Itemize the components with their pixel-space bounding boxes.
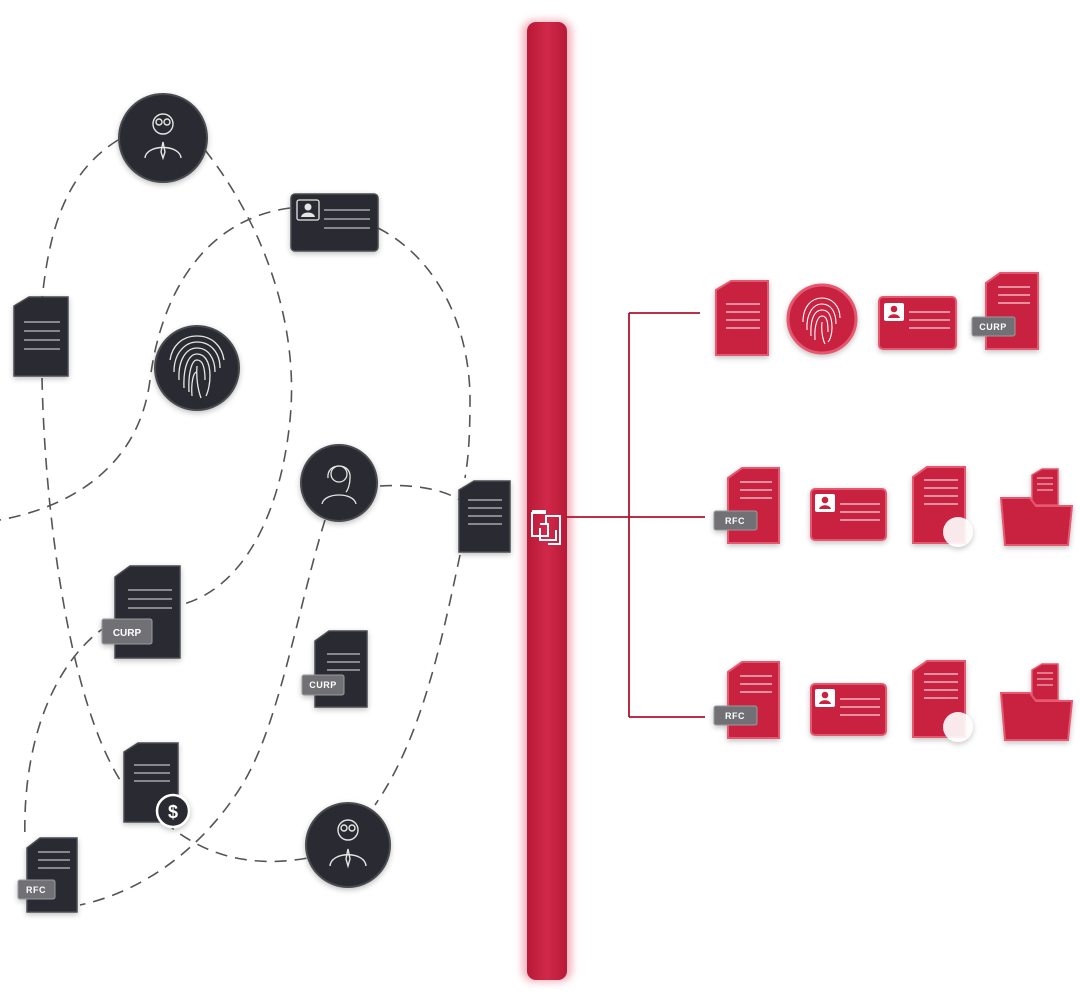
- id-card-icon: [815, 494, 880, 521]
- document-icon: [134, 764, 170, 782]
- document-icon: [924, 673, 958, 699]
- id-card-icon: [884, 303, 950, 329]
- dashed-link: [24, 624, 109, 841]
- red-payment-document-node: [912, 466, 973, 547]
- document-icon: [740, 481, 772, 499]
- output-row-1: CURP: [715, 272, 1039, 356]
- dashed-link: [41, 377, 121, 781]
- red-id-card-node: [810, 683, 887, 736]
- fingerprint-icon: [802, 297, 841, 345]
- person-node-top: [118, 93, 208, 183]
- document-icon: [327, 653, 360, 671]
- curp-document-node-small: CURP: [301, 630, 368, 708]
- dashed-link: [41, 139, 119, 301]
- document-icon: [38, 851, 70, 869]
- document-node-left: [13, 296, 69, 377]
- output-row-3: RFC: [713, 660, 1074, 742]
- curp-label: CURP: [113, 628, 142, 639]
- id-card-icon: [815, 689, 880, 716]
- female-user-icon: [321, 465, 357, 505]
- red-payment-document-node: [912, 660, 973, 742]
- output-row-2: RFC: [713, 466, 1074, 547]
- dollar-icon: $: [168, 802, 178, 822]
- payment-document-node: $: [123, 742, 191, 829]
- dashed-network: [0, 139, 471, 906]
- id-card-icon: [296, 199, 370, 229]
- badge-circle-icon: [943, 712, 973, 742]
- red-fingerprint-node: [786, 283, 858, 355]
- curp-document-node-large: CURP: [101, 565, 181, 659]
- document-icon: [1037, 672, 1053, 686]
- male-user-icon: [144, 113, 182, 161]
- red-rfc-document-node: RFC: [713, 467, 780, 544]
- rfc-label: RFC: [725, 711, 745, 721]
- document-icon: [24, 321, 60, 350]
- id-card-node-top: [290, 193, 379, 252]
- red-folder-node: [999, 663, 1074, 741]
- red-document-node: [715, 280, 769, 356]
- central-barrier: [522, 20, 572, 982]
- document-icon: [726, 303, 760, 329]
- fingerprint-node: [154, 325, 240, 411]
- dashed-link: [79, 519, 326, 906]
- red-id-card-node: [810, 488, 887, 541]
- dashed-link: [379, 484, 461, 501]
- brand-logo-icon: [531, 510, 561, 545]
- male-user-icon: [329, 819, 367, 869]
- connector-tree: [567, 312, 705, 718]
- curp-label: CURP: [979, 322, 1007, 332]
- document-icon: [998, 286, 1030, 304]
- document-icon: [468, 499, 502, 525]
- dashed-link: [0, 207, 291, 521]
- document-icon: [924, 479, 958, 505]
- fingerprint-icon: [169, 335, 225, 399]
- folder-icon: [999, 497, 1074, 546]
- red-curp-document-node: CURP: [971, 272, 1039, 350]
- dashed-link: [374, 554, 461, 806]
- document-icon: [128, 589, 172, 609]
- document-icon: [740, 675, 772, 693]
- person-node-bottom: [305, 802, 391, 888]
- document-node-center: [458, 480, 511, 553]
- rfc-document-node: RFC: [17, 837, 78, 913]
- red-id-card-node: [878, 296, 957, 350]
- dashed-link: [377, 227, 471, 479]
- document-icon: [1037, 477, 1053, 491]
- person-node-female: [300, 444, 378, 522]
- rfc-label: RFC: [725, 516, 745, 526]
- red-folder-node: [999, 468, 1074, 546]
- curp-label: CURP: [309, 680, 337, 690]
- badge-circle-icon: [943, 517, 973, 547]
- rfc-label: RFC: [26, 885, 46, 895]
- red-rfc-document-node: RFC: [713, 661, 780, 739]
- folder-icon: [999, 692, 1074, 741]
